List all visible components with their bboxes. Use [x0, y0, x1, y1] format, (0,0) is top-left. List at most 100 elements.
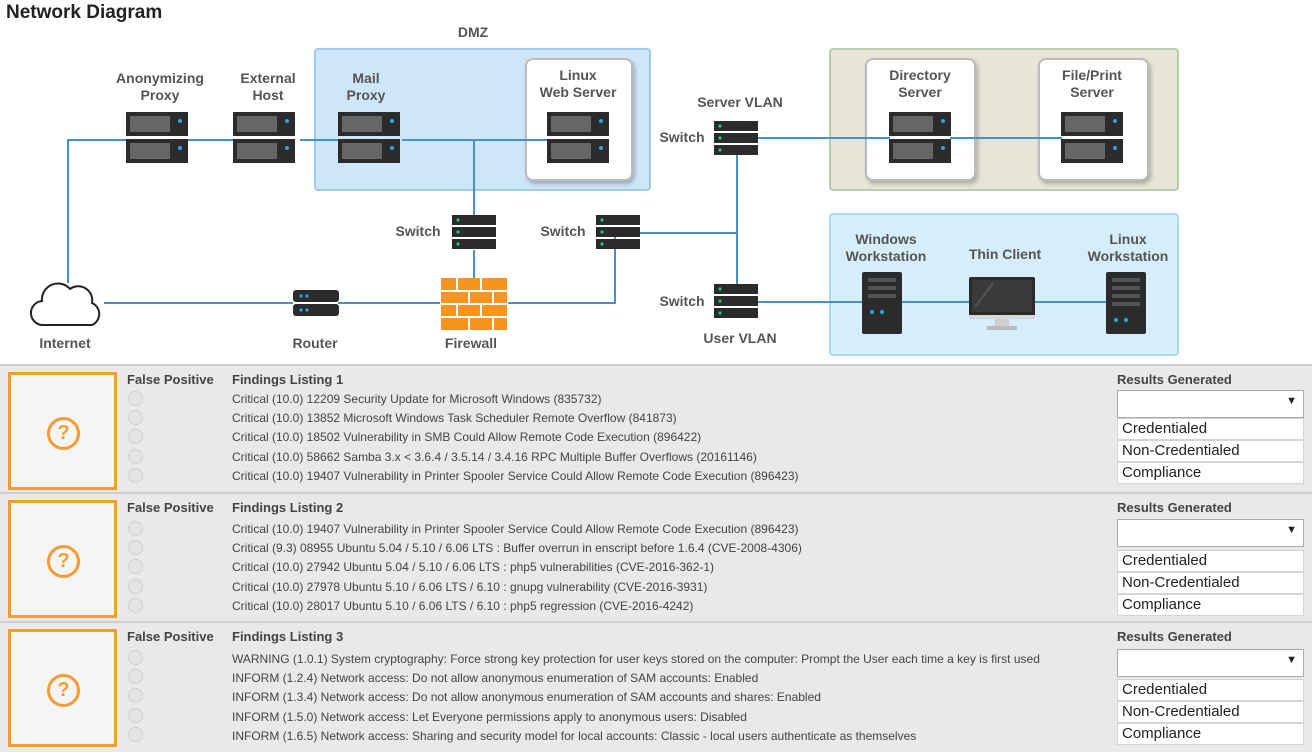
finding-item: INFORM (1.5.0) Network access: Let Every… [232, 710, 747, 724]
windows-workstation-label: Windows Workstation [845, 231, 927, 264]
findings-listing-title: Findings Listing 1 [232, 372, 344, 387]
results-option-credentialed[interactable]: Credentialed [1117, 418, 1304, 440]
host-drop-target-3[interactable]: ? [8, 629, 117, 747]
false-positive-radio[interactable] [128, 559, 143, 574]
finding-item: Critical (10.0) 19407 Vulnerability in P… [232, 469, 799, 483]
dmz-label: DMZ [457, 24, 489, 40]
false-positive-header: False Positive [127, 629, 214, 644]
router-icon[interactable] [293, 288, 339, 323]
finding-item: WARNING (1.0.1) System cryptography: For… [232, 652, 1040, 666]
results-option-non-credentialed[interactable]: Non-Credentialed [1117, 701, 1304, 723]
firewall-label: Firewall [444, 335, 498, 351]
results-option-compliance[interactable]: Compliance [1117, 723, 1304, 745]
question-icon: ? [47, 417, 80, 450]
switch-server-vlan-icon[interactable] [714, 121, 758, 162]
file-print-server-label: File/Print Server [1062, 67, 1122, 100]
host-drop-target-1[interactable]: ? [8, 372, 117, 490]
external-host-label: External Host [240, 70, 296, 103]
linux-workstation-label: Linux Workstation [1087, 231, 1169, 264]
finding-item: Critical (10.0) 18502 Vulnerability in S… [232, 430, 702, 444]
finding-item: Critical (10.0) 19407 Vulnerability in P… [232, 522, 799, 536]
switch-user-vlan-icon[interactable] [714, 284, 758, 325]
user-vlan-label: User VLAN [703, 330, 777, 346]
switch-user-vlan-label: Switch [659, 293, 705, 309]
switch-core-icon[interactable] [596, 215, 640, 256]
internet-label: Internet [39, 335, 91, 351]
linux-web-server-label: Linux Web Server [539, 67, 617, 100]
findings-listing-title: Findings Listing 2 [232, 500, 344, 515]
finding-item: Critical (9.3) 08955 Ubuntu 5.04 / 5.10 … [232, 541, 802, 555]
question-icon: ? [47, 674, 80, 707]
switch-core-label: Switch [540, 223, 586, 239]
false-positive-radio[interactable] [128, 410, 143, 425]
false-positive-radio[interactable] [128, 579, 143, 594]
findings-listing-title: Findings Listing 3 [232, 629, 344, 644]
findings-panel-1: ? False Positive Findings Listing 1 Crit… [0, 364, 1312, 492]
false-positive-radio[interactable] [128, 669, 143, 684]
results-generated-header: Results Generated [1117, 372, 1232, 387]
false-positive-radio[interactable] [128, 540, 143, 555]
switch-dmz-icon[interactable] [452, 215, 496, 256]
results-option-credentialed[interactable]: Credentialed [1117, 550, 1304, 572]
finding-item: Critical (10.0) 13852 Microsoft Windows … [232, 411, 677, 425]
results-generated-header: Results Generated [1117, 500, 1232, 515]
page-title: Network Diagram [6, 2, 163, 23]
file-print-server-icon[interactable] [1061, 112, 1123, 169]
finding-item: INFORM (1.3.4) Network access: Do not al… [232, 690, 821, 704]
results-option-compliance[interactable]: Compliance [1117, 594, 1304, 616]
network-diagram: DMZ Anonymizing Proxy External Host Mail… [0, 0, 1312, 362]
false-positive-radio[interactable] [128, 391, 143, 406]
finding-item: INFORM (1.2.4) Network access: Do not al… [232, 671, 759, 685]
finding-item: Critical (10.0) 58662 Samba 3.x < 3.6.4 … [232, 450, 757, 464]
windows-workstation-tower-icon[interactable] [862, 272, 902, 339]
false-positive-radio[interactable] [128, 598, 143, 613]
false-positive-radio[interactable] [128, 650, 143, 665]
firewall-icon[interactable] [441, 278, 507, 335]
false-positive-radio[interactable] [128, 708, 143, 723]
router-label: Router [292, 335, 338, 351]
external-host-server-icon[interactable] [233, 112, 295, 169]
directory-server-label: Directory Server [889, 67, 951, 100]
false-positive-header: False Positive [127, 500, 214, 515]
linux-workstation-tower-icon[interactable] [1106, 272, 1146, 339]
false-positive-radio[interactable] [128, 688, 143, 703]
false-positive-radio[interactable] [128, 468, 143, 483]
internet-cloud-icon[interactable] [30, 281, 106, 334]
question-icon: ? [47, 545, 80, 578]
finding-item: Critical (10.0) 27942 Ubuntu 5.04 / 5.10… [232, 560, 715, 574]
mail-proxy-server-icon[interactable] [338, 112, 400, 169]
thin-client-monitor-icon[interactable] [969, 277, 1035, 336]
finding-item: Critical (10.0) 12209 Security Update fo… [232, 392, 602, 406]
findings-panel-2: ? False Positive Findings Listing 2 Crit… [0, 492, 1312, 621]
switch-server-vlan-label: Switch [659, 129, 705, 145]
results-option-non-credentialed[interactable]: Non-Credentialed [1117, 440, 1304, 462]
results-option-non-credentialed[interactable]: Non-Credentialed [1117, 572, 1304, 594]
results-option-credentialed[interactable]: Credentialed [1117, 679, 1304, 701]
results-option-compliance[interactable]: Compliance [1117, 462, 1304, 484]
linux-web-server-icon[interactable] [547, 112, 609, 169]
false-positive-header: False Positive [127, 372, 214, 387]
results-select[interactable]: ▼ [1117, 390, 1304, 418]
dropdown-arrow-icon: ▼ [1286, 654, 1297, 666]
thin-client-label: Thin Client [968, 246, 1042, 262]
dropdown-arrow-icon: ▼ [1286, 395, 1297, 407]
false-positive-radio[interactable] [128, 429, 143, 444]
finding-item: INFORM (1.6.5) Network access: Sharing a… [232, 729, 917, 743]
findings-panel-3: ? False Positive Findings Listing 3 WARN… [0, 621, 1312, 752]
host-drop-target-2[interactable]: ? [8, 500, 117, 618]
results-generated-header: Results Generated [1117, 629, 1232, 644]
false-positive-radio[interactable] [128, 449, 143, 464]
dropdown-arrow-icon: ▼ [1286, 524, 1297, 536]
results-select[interactable]: ▼ [1117, 519, 1304, 547]
directory-server-icon[interactable] [889, 112, 951, 169]
mail-proxy-label: Mail Proxy [346, 70, 386, 103]
server-vlan-label: Server VLAN [697, 94, 783, 110]
switch-dmz-label: Switch [395, 223, 441, 239]
finding-item: Critical (10.0) 28017 Ubuntu 5.10 / 6.06… [232, 599, 694, 613]
false-positive-radio[interactable] [128, 727, 143, 742]
results-select[interactable]: ▼ [1117, 649, 1304, 677]
false-positive-radio[interactable] [128, 521, 143, 536]
finding-item: Critical (10.0) 27978 Ubuntu 5.10 / 6.06… [232, 580, 708, 594]
anonymizing-proxy-server-icon[interactable] [126, 112, 188, 169]
anonymizing-proxy-label: Anonymizing Proxy [116, 70, 204, 103]
